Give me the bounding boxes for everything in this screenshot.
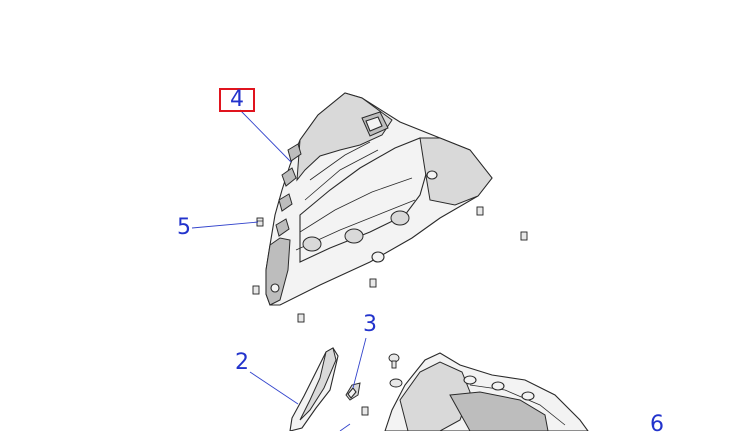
leader-line-3 — [352, 337, 367, 389]
part-6-lower-housing[interactable] — [384, 352, 589, 431]
fastener-screws — [252, 206, 528, 416]
callout-4[interactable]: 4 — [219, 88, 255, 112]
callout-3[interactable]: 3 — [363, 312, 377, 337]
leader-line-5 — [191, 221, 259, 229]
callout-2[interactable]: 2 — [235, 350, 249, 375]
part-3-clip[interactable] — [345, 382, 361, 401]
callout-5[interactable]: 5 — [177, 215, 191, 240]
part-2-side-trim[interactable] — [289, 347, 339, 431]
leader-line-2b — [339, 423, 351, 431]
part-4-windshield-cover[interactable] — [265, 92, 493, 306]
leader-line-2 — [249, 371, 299, 405]
callout-6[interactable]: 6 — [650, 412, 664, 437]
leader-line-4 — [239, 109, 292, 163]
